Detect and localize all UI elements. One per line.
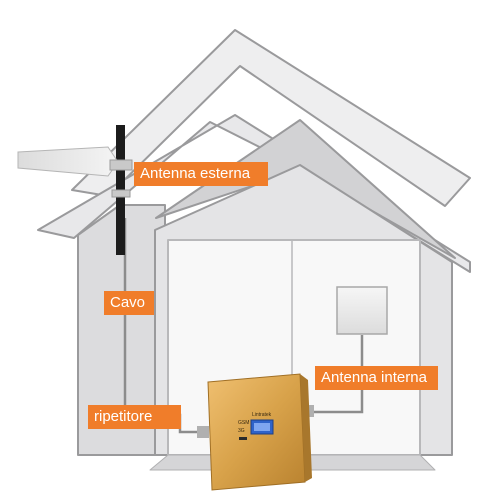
label-internal-antenna: Antenna interna: [315, 366, 438, 390]
internal-antenna: [336, 286, 388, 335]
antenna-bracket-lower: [111, 189, 131, 198]
repeater-line-2: 3G: [238, 428, 245, 434]
repeater-edge: [300, 374, 312, 482]
label-repeater: ripetitore: [88, 405, 181, 429]
repeater-brand: Lintratek: [252, 412, 272, 418]
external-antenna: [17, 125, 133, 255]
repeater-led: [239, 437, 247, 440]
repeater-line-1: GSM: [238, 420, 249, 426]
panel-antenna: [336, 286, 388, 335]
repeater-unit: Lintratek GSM 3G: [197, 373, 314, 491]
label-external-antenna: Antenna esterna: [134, 162, 268, 186]
antenna-bracket: [109, 159, 133, 171]
repeater-lcd-glow: [254, 423, 270, 431]
repeater-connector-left: [197, 426, 209, 438]
yagi-antenna: [17, 146, 119, 177]
label-cable: Cavo: [104, 291, 154, 315]
